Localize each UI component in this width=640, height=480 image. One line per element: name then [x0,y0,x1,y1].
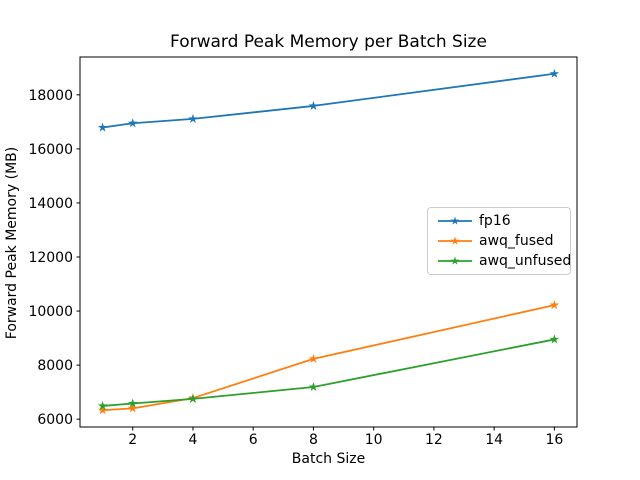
series-line-fp16 [101,72,556,129]
x-tick-label: 8 [309,432,318,448]
series-marker-awq_unfused [549,334,560,344]
y-axis-label: Forward Peak Memory (MB) [4,146,20,340]
y-tick-label: 14000 [28,196,73,212]
series-marker-awq_fused [308,353,319,363]
series-marker-awq_unfused [127,398,138,408]
x-tick-label: 10 [365,432,383,448]
series-line-awq_fused [101,304,556,412]
series-marker-fp16 [308,100,319,110]
y-tick-label: 12000 [28,250,73,266]
series-marker-awq_unfused [97,400,108,410]
series-marker-awq_unfused [188,393,198,403]
x-tick-label: 16 [545,432,563,448]
legend-swatch-line-star-icon [438,256,472,265]
legend: fp16 awq_fused awq_unfused [427,207,571,275]
legend-label: awq_unfused [479,253,572,269]
x-tick-label: 2 [128,432,137,448]
x-tick-label: 4 [188,432,197,448]
series-marker-fp16 [127,118,138,128]
series-line-awq_unfused [101,338,556,407]
legend-label: awq_fused [479,233,554,249]
legend-item-fp16: fp16 [433,213,565,229]
series-marker-fp16 [97,122,108,132]
series-marker-fp16 [549,68,560,78]
series-marker-awq_fused [549,300,560,310]
legend-item-awq-fused: awq_fused [433,233,565,249]
series-marker-awq_fused [97,405,108,415]
y-tick-label: 18000 [28,88,73,104]
legend-swatch-line-star-icon [438,216,472,225]
series-marker-awq_fused [127,403,138,413]
series-marker-fp16 [188,113,198,123]
legend-label: fp16 [479,213,511,229]
y-tick-label: 16000 [28,142,73,158]
series-marker-awq_unfused [308,382,319,392]
chart-title: Forward Peak Memory per Batch Size [170,32,487,52]
x-axis-label: Batch Size [291,451,366,467]
x-tick-label: 12 [425,432,443,448]
legend-item-awq-unfused: awq_unfused [433,253,571,269]
y-tick-label: 6000 [37,412,73,428]
axes-spines [79,56,578,428]
x-tick-label: 14 [485,432,503,448]
legend-swatch-line-star-icon [438,236,472,245]
y-tick-label: 8000 [37,358,73,374]
y-tick-label: 10000 [28,304,73,320]
x-tick-label: 6 [249,432,258,448]
